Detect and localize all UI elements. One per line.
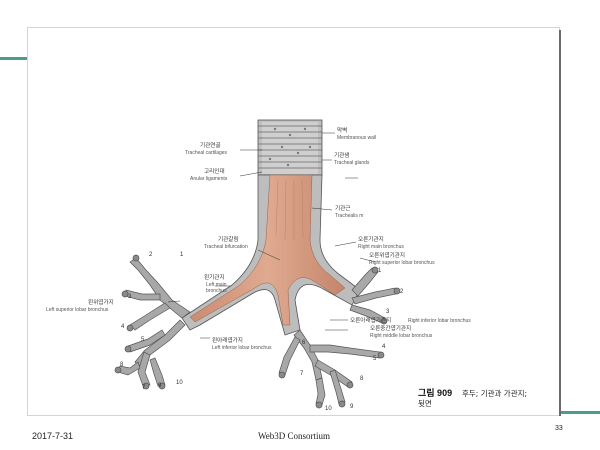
- svg-text:1: 1: [378, 268, 382, 274]
- right-bronchial-tree: [278, 266, 401, 409]
- leader-lines: [167, 132, 376, 339]
- label-anular-ko: 고리인대: [204, 167, 225, 175]
- label-tracheal-cartilages-ko: 기관연골: [200, 141, 221, 149]
- svg-text:3: 3: [128, 294, 132, 300]
- trachea-upper: [257, 119, 323, 176]
- caption-number: 그림 909: [418, 387, 452, 398]
- svg-text:7: 7: [142, 385, 146, 391]
- figure-caption: 그림 909 후두; 기관과 가관지; 뒷면: [418, 387, 527, 408]
- svg-text:5: 5: [141, 337, 145, 343]
- label-right-inf-ko: 오른아래엽기관지: [350, 316, 391, 324]
- svg-text:5: 5: [373, 356, 377, 362]
- label-tracheal-glands-ko: 기관샘: [334, 151, 349, 159]
- segment-numbers: 2 1 3 4 5 8 7 9 10 1 2 3 4 5 6 7 8 9 10: [120, 252, 404, 412]
- svg-text:2: 2: [149, 252, 153, 258]
- svg-text:3: 3: [386, 309, 390, 315]
- label-right-sup-ko: 오른위엽기관지: [369, 251, 405, 259]
- svg-text:1: 1: [180, 252, 184, 258]
- label-trachealis-en: Trachealis m: [335, 213, 363, 219]
- label-left-main-ko: 왼기관지: [204, 273, 225, 281]
- label-left-main-en1: Left main: [206, 282, 227, 288]
- label-bifurcation-ko: 기관갈림: [218, 235, 239, 243]
- accent-bar-right: [552, 411, 600, 414]
- slide-page-number: 33: [555, 425, 563, 432]
- caption-line2: 뒷면: [418, 398, 432, 408]
- label-right-sup-en: Right superior lobar bronchus: [369, 260, 435, 266]
- label-left-inf-en: Left inferior lobar bronchus: [212, 345, 272, 351]
- label-membranous-ko: 막벽: [337, 126, 347, 134]
- label-tracheal-cartilages-en: Tracheal cartilages: [185, 150, 228, 156]
- svg-text:2: 2: [400, 289, 404, 295]
- svg-text:6: 6: [302, 340, 306, 346]
- label-bifurcation-en: Tracheal bifurcation: [204, 244, 248, 250]
- label-left-sup-en: Left superior lobar bronchus: [46, 307, 109, 313]
- svg-text:4: 4: [382, 344, 386, 350]
- label-anular-en: Anular ligaments: [190, 176, 228, 182]
- svg-text:9: 9: [350, 404, 354, 410]
- label-left-main-en2: bronchus: [206, 288, 227, 294]
- label-right-inf-en: Right inferior lobar bronchus: [408, 318, 471, 324]
- svg-text:8: 8: [360, 376, 364, 382]
- label-left-sup-ko: 왼위엽가지: [88, 298, 114, 306]
- figure-labels: 막벽 Membranous wall 기관연골 Tracheal cartila…: [46, 126, 471, 351]
- slide-footer-org: Web3D Consortium: [258, 431, 331, 441]
- svg-text:8: 8: [120, 362, 124, 368]
- label-trachealis-ko: 기관근: [335, 204, 350, 212]
- svg-text:4: 4: [121, 324, 125, 330]
- caption-text: 후두; 기관과 가관지;: [462, 388, 527, 398]
- svg-text:10: 10: [176, 380, 183, 386]
- slide-date: 2017-7-31: [32, 431, 74, 441]
- label-right-main-ko: 오른기관지: [358, 235, 384, 243]
- svg-text:7: 7: [300, 371, 304, 377]
- left-bronchial-tree: [114, 254, 191, 390]
- label-membranous-en: Membranous wall: [337, 135, 376, 141]
- label-right-mid-ko: 오른중간엽기관지: [370, 324, 411, 332]
- svg-text:10: 10: [325, 406, 332, 412]
- label-tracheal-glands-en: Tracheal glands: [334, 160, 370, 166]
- label-right-main-en: Right main bronchus: [358, 244, 404, 250]
- label-right-mid-en: Right middle lobar bronchus: [370, 333, 433, 339]
- label-left-inf-ko: 왼아래엽가지: [212, 336, 243, 344]
- accent-bar-left: [0, 57, 28, 60]
- frame-shadow: [559, 30, 561, 416]
- svg-text:9: 9: [158, 383, 162, 389]
- trachea-lower: [181, 174, 361, 336]
